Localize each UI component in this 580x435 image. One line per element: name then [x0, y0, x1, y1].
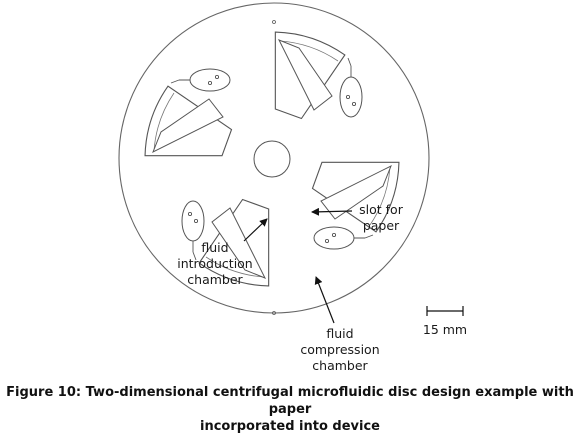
- label-comp-line2: compression: [300, 342, 379, 357]
- alignment-hole: [272, 311, 276, 315]
- intro-arrow: [243, 218, 268, 242]
- label-intro-line1: fluid: [201, 240, 228, 255]
- caption-line-1: Figure 10: Two-dimensional centrifugal m…: [6, 385, 574, 417]
- disc-design-diagram: slot for paper fluid introduction chambe…: [118, 2, 467, 372]
- label-slot-line1: slot for: [359, 202, 404, 217]
- slot-arrow: [311, 207, 353, 216]
- label-slot-line2: paper: [363, 218, 400, 233]
- label-intro-line3: chamber: [187, 272, 243, 287]
- center-hole: [253, 140, 291, 178]
- label-comp-line3: chamber: [312, 358, 368, 372]
- label-comp-line1: fluid: [326, 326, 353, 341]
- compression-arrow: [314, 276, 335, 324]
- scale-bar-label: 15 mm: [423, 322, 467, 337]
- label-intro-line2: introduction: [177, 256, 252, 271]
- scale-bar: [426, 306, 464, 316]
- alignment-hole: [272, 20, 276, 24]
- caption-line-2: incorporated into device: [199, 419, 380, 434]
- figure-caption: Figure 10: Two-dimensional centrifugal m…: [0, 384, 580, 435]
